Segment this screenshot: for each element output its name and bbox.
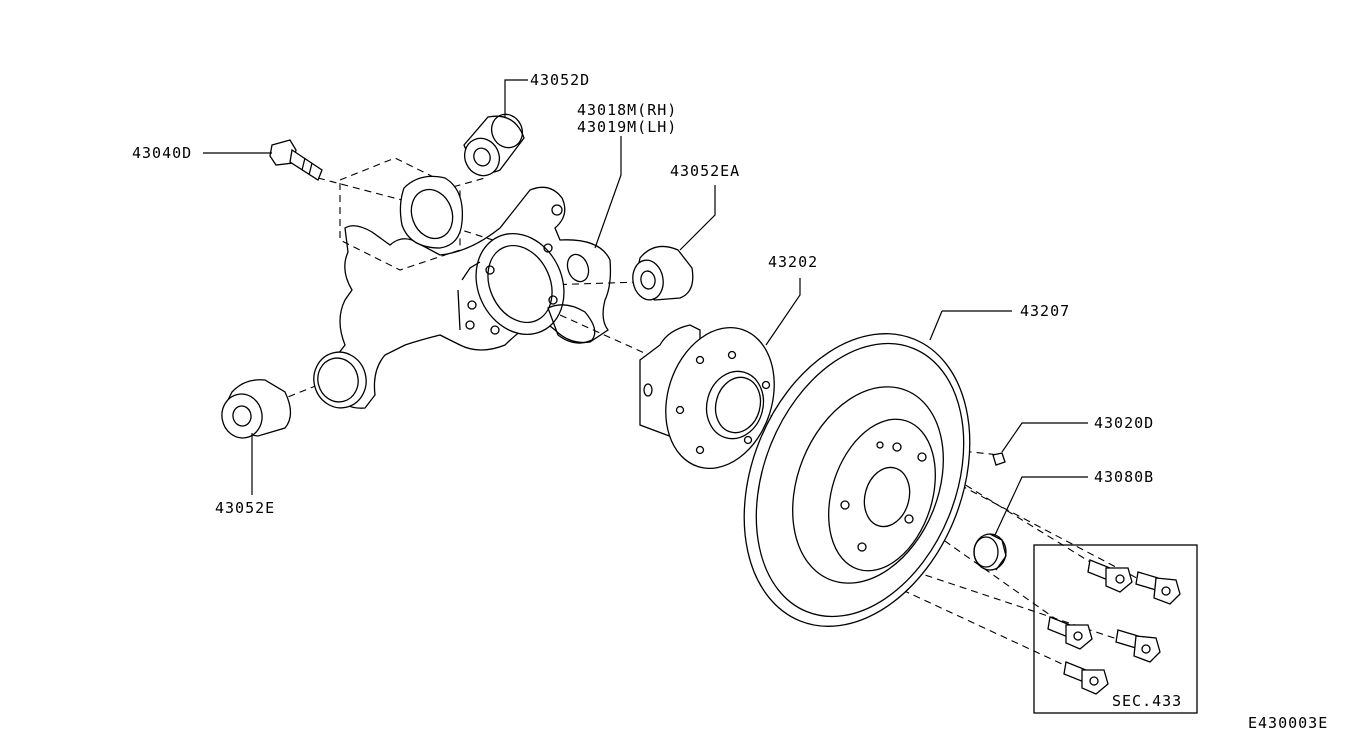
sec-433-bolt-box (1033, 544, 1198, 714)
part-label-43020d[interactable]: 43020D (1094, 414, 1155, 432)
part-label-43202[interactable]: 43202 (768, 253, 819, 271)
part-label-43040d[interactable]: 43040D (132, 144, 193, 162)
leader-lines (203, 79, 1088, 536)
bushing-43052e (221, 379, 292, 439)
figure-code: E430003E (1248, 714, 1329, 732)
part-label-43019m[interactable]: 43019M(LH) (577, 118, 678, 136)
bushing-43052d (463, 113, 525, 177)
section-reference-label[interactable]: SEC.433 (1112, 692, 1183, 710)
part-label-43080b[interactable]: 43080B (1094, 468, 1155, 486)
steering-knuckle (326, 157, 612, 409)
hub-cap-43080b (973, 533, 1007, 571)
part-label-43207[interactable]: 43207 (1020, 302, 1071, 320)
screw-43020d (992, 452, 1006, 466)
bushing-43052ea (632, 245, 694, 301)
brake-disc-43207 (743, 333, 971, 627)
part-label-43018m[interactable]: 43018M(RH) (577, 101, 678, 119)
bolt-43040d (269, 139, 323, 181)
wheel-hub-43202 (639, 324, 775, 469)
knuckle-lower-eye (313, 351, 367, 409)
part-label-43052e[interactable]: 43052E (215, 499, 276, 517)
part-label-43052ea[interactable]: 43052EA (670, 162, 741, 180)
part-label-43052d[interactable]: 43052D (530, 71, 591, 89)
